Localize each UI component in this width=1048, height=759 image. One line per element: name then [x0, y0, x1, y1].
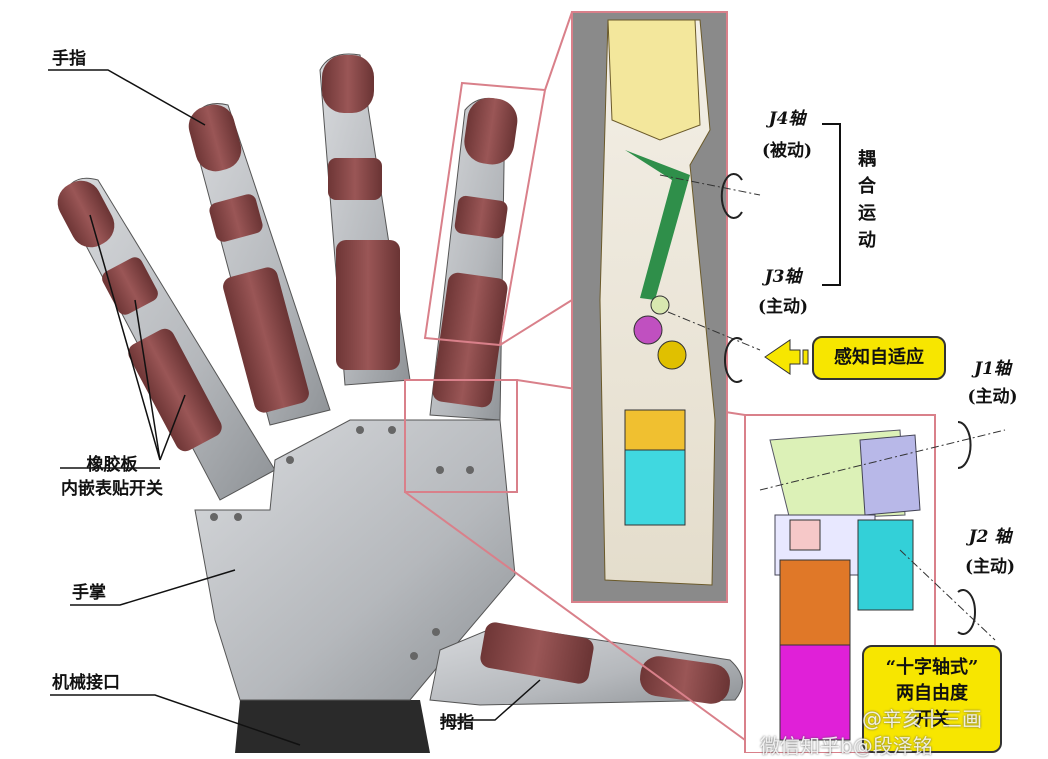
coupled-motion-char-4: 动: [858, 230, 876, 251]
coupling-bracket: [822, 123, 841, 286]
little-finger: [57, 177, 276, 501]
j3-axis-label: J3轴: [764, 267, 802, 287]
j4-mode-label: (被动): [761, 141, 813, 161]
sense-arrow: [764, 339, 809, 375]
watermark-line-2: 微信知乎b@段泽铭: [760, 734, 933, 758]
j1-axis-label: J1轴: [974, 359, 1011, 379]
coupled-motion-char-3: 运: [858, 203, 876, 224]
cross-shaft-line-2: 两自由度: [896, 683, 968, 704]
rotation-arrows: [720, 173, 976, 635]
middle-finger: [319, 53, 411, 386]
palm-screws: [210, 426, 474, 660]
j3-mode-label: (主动): [757, 297, 809, 317]
rubber-plate-label-2: 内嵌表贴开关: [61, 479, 163, 499]
rubber-plate-label-1: 橡胶板: [86, 455, 138, 475]
cross-shaft-line-3: 开关: [914, 709, 950, 730]
ring-finger: [188, 103, 331, 426]
cross-shaft-callout: “十字轴式” 两自由度 开关: [862, 645, 1002, 753]
thumb: [429, 622, 743, 706]
finger-label: 手指: [52, 49, 86, 69]
finger-mechanism-detail: [573, 13, 761, 601]
mech-interface-base: [235, 700, 430, 753]
coupled-motion-char-2: 合: [858, 176, 876, 197]
thumb-label: 拇指: [440, 713, 474, 733]
mech-interface-label: 机械接口: [52, 673, 120, 693]
index-finger: [429, 97, 518, 421]
j2-mode-label: (主动): [964, 557, 1016, 577]
j2-axis-label: J2 轴: [968, 527, 1012, 547]
sensing-adaptive-callout: 感知自适应: [812, 336, 946, 380]
coupled-motion-char-1: 耦: [858, 149, 876, 170]
j1-mode-label: (主动): [967, 387, 1018, 407]
cross-shaft-line-1: “十字轴式”: [885, 657, 979, 678]
j4-axis-label: J4轴: [768, 109, 806, 129]
palm-label: 手掌: [72, 583, 106, 603]
watermark-line-1: @辛亥十三画: [862, 707, 982, 731]
leader-lines: [48, 69, 541, 746]
